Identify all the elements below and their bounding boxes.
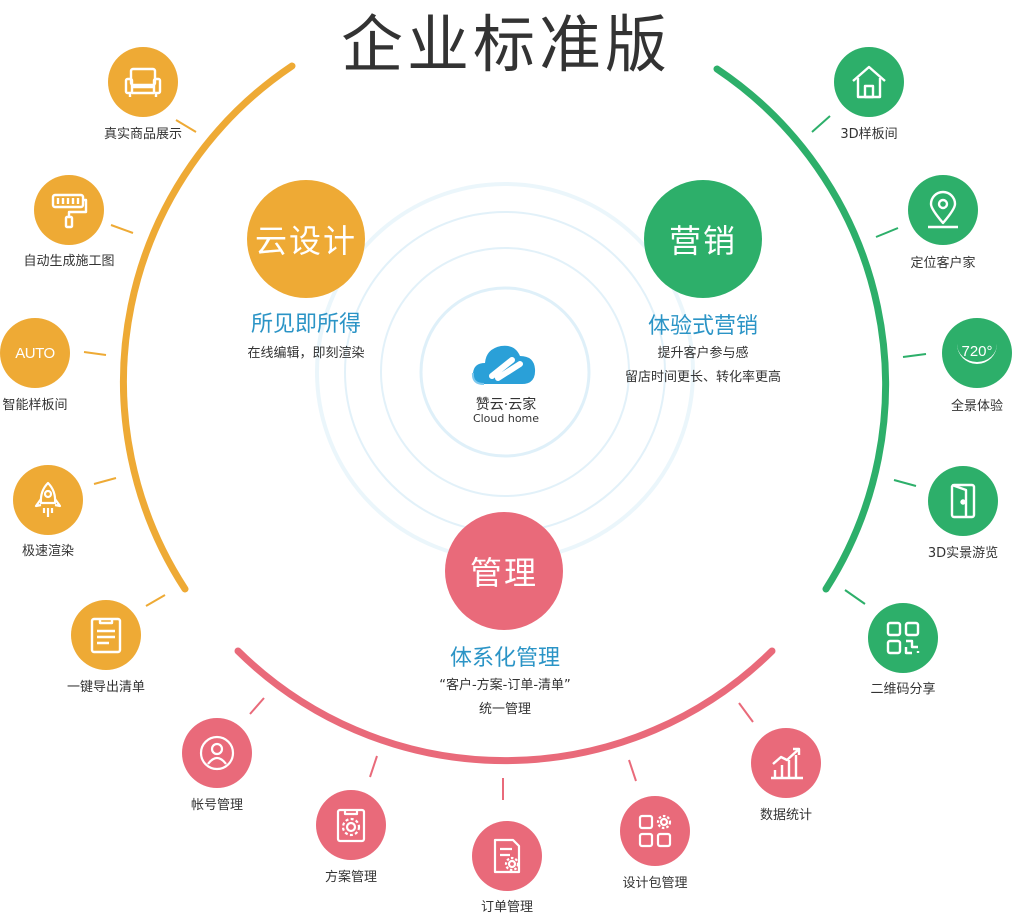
qr-code-icon	[886, 621, 920, 655]
feature-3d-tour[interactable]	[928, 466, 998, 536]
feature-export-list[interactable]	[71, 600, 141, 670]
feature-label: 极速渲染	[21, 544, 74, 559]
feature-plan-mgmt[interactable]	[316, 790, 386, 860]
feature-product-display[interactable]	[108, 47, 178, 117]
feature-label: 3D实景游览	[927, 546, 999, 561]
feature-design-pack-mgmt[interactable]	[620, 796, 690, 866]
hub-marketing-desc: 提升客户参与感 留店时间更长、转化率更高	[624, 346, 781, 385]
feature-label: 智能样板间	[2, 398, 68, 413]
hub-management-title: 体系化管理	[449, 646, 560, 671]
connector-ticks	[83, 115, 927, 800]
feature-label: 3D样板间	[840, 127, 898, 142]
rocket-icon	[34, 481, 62, 517]
feature-label: 方案管理	[324, 870, 377, 885]
feature-label: 定位客户家	[910, 256, 976, 271]
grid-gear-icon	[638, 814, 672, 848]
page-title: 企业标准版	[340, 8, 671, 81]
feature-auto-drawings[interactable]	[34, 175, 104, 245]
feature-order-mgmt[interactable]	[472, 821, 542, 891]
feature-label: 全景体验	[950, 399, 1003, 414]
hub-marketing-title: 体验式营销	[647, 314, 758, 339]
house-icon	[852, 65, 886, 99]
bar-chart-icon	[771, 747, 803, 780]
feature-panorama[interactable]: 720°	[942, 318, 1012, 388]
hub-design-desc: 在线编辑，即刻渲染	[247, 346, 365, 361]
feature-qr-share[interactable]	[868, 603, 938, 673]
feature-data-stats[interactable]	[751, 728, 821, 798]
feature-label: 二维码分享	[870, 682, 936, 697]
sofa-icon	[124, 67, 162, 97]
feature-label: 设计包管理	[622, 876, 688, 891]
pink-arc	[234, 647, 776, 765]
clipboard-icon	[90, 617, 122, 654]
green-arc	[713, 65, 889, 593]
feature-label: 一键导出清单	[66, 680, 145, 695]
feature-3d-showroom[interactable]	[834, 47, 904, 117]
feature-label: 数据统计	[759, 808, 812, 823]
hub-marketing-circle: 营销	[644, 180, 762, 298]
feature-smart-showroom[interactable]: AUTO	[0, 318, 70, 388]
feature-label: 订单管理	[480, 900, 533, 915]
logo-name: 赞云·云家	[475, 397, 537, 413]
feature-label: 自动生成施工图	[23, 254, 115, 269]
feature-locate-home[interactable]	[908, 175, 978, 245]
orange-arc	[120, 62, 296, 593]
feature-fast-render[interactable]	[13, 465, 83, 535]
cloud-logo-icon	[470, 338, 542, 392]
document-gear-icon	[493, 838, 521, 874]
hub-design-title: 所见即所得	[250, 312, 361, 337]
feature-account-mgmt[interactable]	[182, 718, 252, 788]
auto-text-icon: AUTO	[15, 344, 55, 362]
door-icon	[950, 483, 976, 519]
map-pin-icon	[928, 190, 958, 229]
feature-label: 帐号管理	[190, 798, 243, 813]
hub-design-circle: 云设计	[247, 180, 365, 298]
paint-roller-icon	[51, 193, 88, 229]
user-icon	[199, 735, 235, 771]
hub-management-circle: 管理	[445, 512, 563, 630]
hub-management-desc: “客户-方案-订单-清单” 统一管理	[439, 678, 571, 717]
feature-label: 真实商品展示	[103, 127, 182, 142]
logo-subtitle: Cloud home	[472, 412, 540, 425]
clipboard-gear-icon	[336, 808, 366, 843]
panorama-720-icon: 720°	[957, 343, 997, 364]
